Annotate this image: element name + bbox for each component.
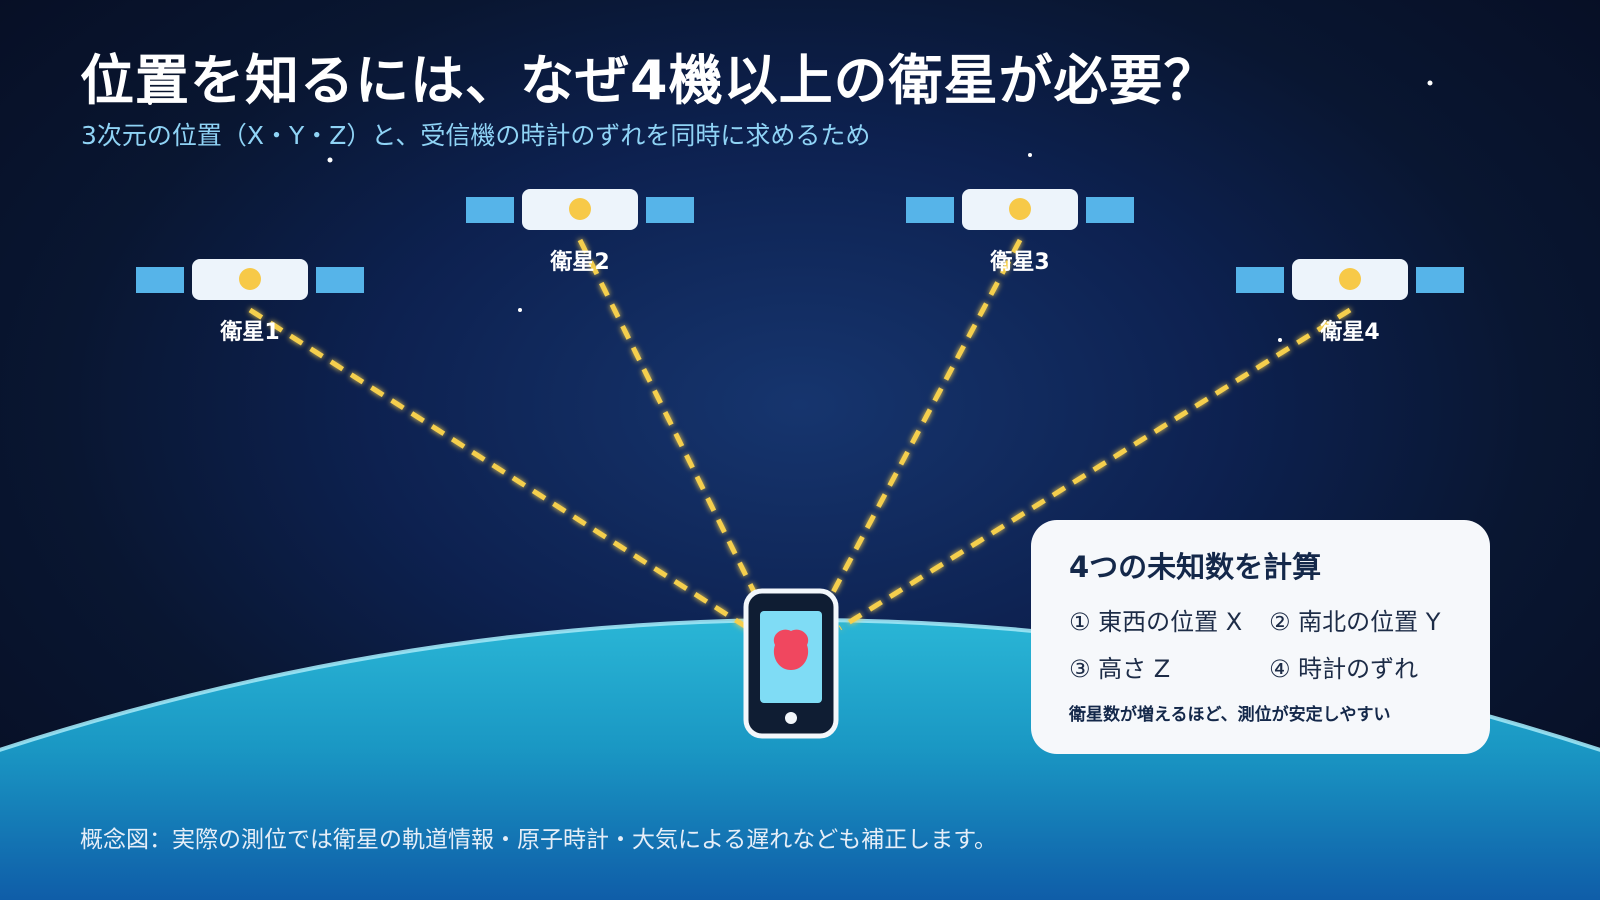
solar-panel-right <box>316 267 364 293</box>
solar-panel-right <box>1416 267 1464 293</box>
unknowns-note: 衛星数が増えるほど、測位が安定しやすい <box>1069 705 1391 725</box>
unknowns-title: 4つの未知数を計算 <box>1069 550 1322 584</box>
solar-panel-right <box>646 197 694 223</box>
satellite-3: 衛星3 <box>906 189 1134 275</box>
signal-lines <box>248 238 1352 631</box>
location-pin-icon <box>773 629 809 670</box>
unknown-item-x: ① 東西の位置 X <box>1069 608 1243 636</box>
satellite-light <box>1339 268 1361 290</box>
star <box>518 308 522 312</box>
unknowns-panel: 4つの未知数を計算 ① 東西の位置 X ② 南北の位置 Y ③ 高さ Z ④ 時… <box>1031 520 1490 754</box>
solar-panel-right <box>1086 197 1134 223</box>
signal-line-2 <box>577 238 761 602</box>
star <box>1278 338 1282 342</box>
satellite-label: 衛星2 <box>549 249 609 275</box>
satellite-4: 衛星4 <box>1236 259 1464 345</box>
home-button <box>785 712 797 724</box>
satellite-light <box>569 198 591 220</box>
satellite-light <box>1009 198 1031 220</box>
satellite-2: 衛星2 <box>466 189 694 275</box>
smartphone-icon <box>743 588 839 739</box>
solar-panel-left <box>906 197 954 223</box>
star <box>148 101 152 105</box>
satellite-1: 衛星1 <box>136 259 364 345</box>
signal-line-4 <box>838 307 1352 631</box>
star <box>327 157 333 163</box>
unknown-item-z: ③ 高さ Z <box>1069 655 1171 683</box>
star <box>1028 153 1032 157</box>
solar-panel-left <box>466 197 514 223</box>
unknowns-list: ① 東西の位置 X ② 南北の位置 Y ③ 高さ Z ④ 時計のずれ <box>1069 602 1470 684</box>
satellite-light <box>239 268 261 290</box>
solar-panel-left <box>1236 267 1284 293</box>
satellite-label: 衛星1 <box>219 319 279 345</box>
star <box>1427 80 1433 86</box>
signal-line-1 <box>248 307 750 631</box>
satellite-label: 衛星3 <box>989 249 1049 275</box>
unknown-item-clock: ④ 時計のずれ <box>1269 655 1419 683</box>
page-subtitle: 3次元の位置（X・Y・Z）と、受信機の時計のずれを同時に求めるため <box>81 121 871 150</box>
satellite-label: 衛星4 <box>1319 319 1379 345</box>
signal-line-3 <box>827 238 1023 600</box>
page-title: 位置を知るには、なぜ4機以上の衛星が必要？ <box>80 49 1219 112</box>
unknown-item-y: ② 南北の位置 Y <box>1269 608 1441 636</box>
solar-panel-left <box>136 267 184 293</box>
footnote-caption: 概念図：実際の測位では衛星の軌道情報・原子時計・大気による遅れなども補正します。 <box>80 827 998 853</box>
stars <box>148 80 1433 342</box>
